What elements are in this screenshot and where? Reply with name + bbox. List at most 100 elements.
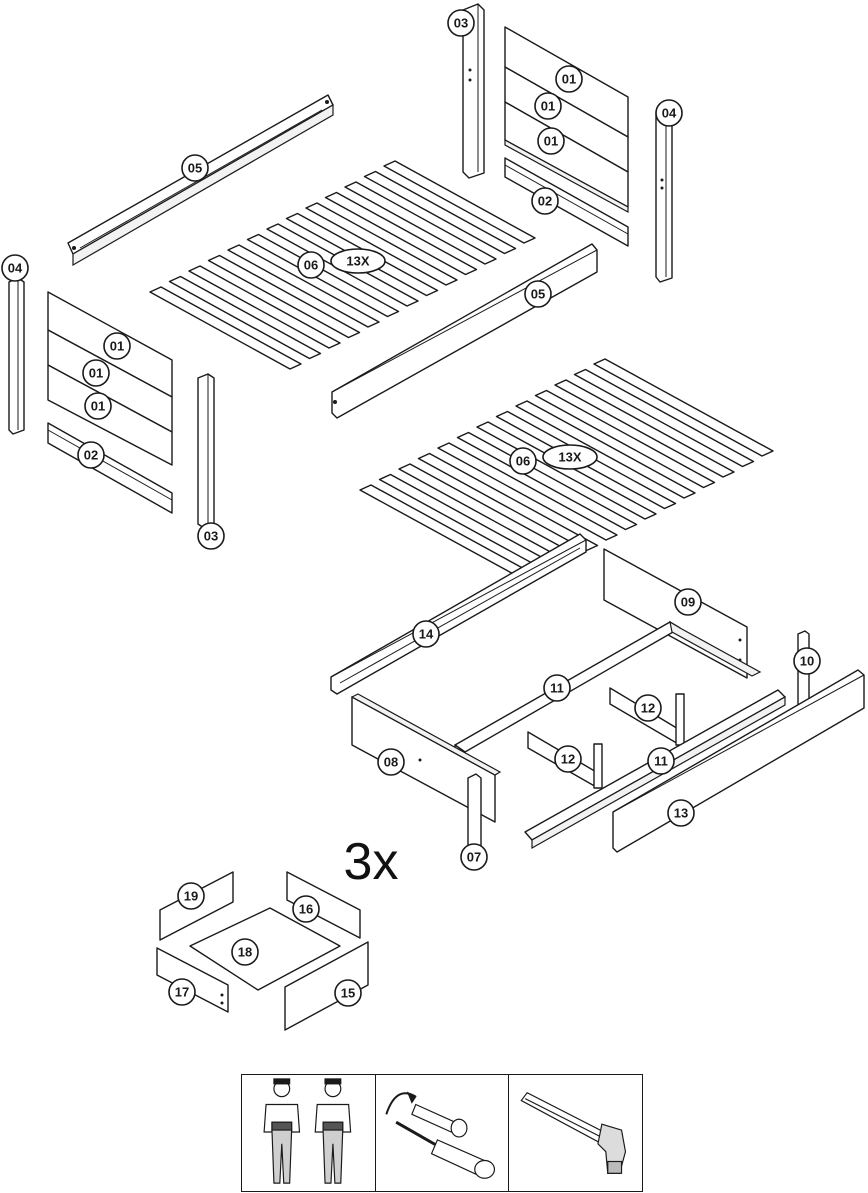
slat xyxy=(227,244,380,328)
part-number: 03 xyxy=(454,16,468,31)
slat xyxy=(573,368,755,468)
board-02-left xyxy=(47,422,173,514)
slat xyxy=(324,191,478,276)
part-number: 06 xyxy=(304,258,318,273)
part-number: 19 xyxy=(184,889,198,904)
part-callout-19: 19 xyxy=(177,882,205,910)
part-callout-01: 01 xyxy=(555,65,583,93)
part-callout-16: 16 xyxy=(292,895,320,923)
part-callout-01: 01 xyxy=(537,127,565,155)
part-callout-07: 07 xyxy=(460,843,488,871)
slat xyxy=(515,400,696,499)
part-callout-12: 12 xyxy=(634,694,662,722)
part-callout-05: 05 xyxy=(181,154,209,182)
panel-08 xyxy=(350,693,502,823)
part-number: 04 xyxy=(662,106,677,121)
part-number: 08 xyxy=(384,755,398,770)
part-callout-12: 12 xyxy=(554,745,582,773)
slat xyxy=(383,160,536,244)
slat xyxy=(363,170,517,255)
post-07 xyxy=(467,773,482,851)
part-callout-01: 01 xyxy=(534,92,562,120)
slat xyxy=(417,452,599,552)
part-number: 05 xyxy=(531,287,545,302)
part-callout-08: 08 xyxy=(377,748,405,776)
part-number: 06 xyxy=(516,454,530,469)
part-callout-01: 01 xyxy=(82,359,110,387)
drawer-side-17 xyxy=(156,947,229,1013)
post-04-right xyxy=(655,107,673,283)
part-callout-01: 01 xyxy=(84,392,112,420)
part-callout-01: 01 xyxy=(103,332,131,360)
part-callout-09: 09 xyxy=(674,588,702,616)
slat xyxy=(593,358,774,457)
post-03-left xyxy=(197,373,215,529)
part-number: 04 xyxy=(8,261,23,276)
tool-cell-hammer xyxy=(509,1075,642,1191)
part-number: 02 xyxy=(538,194,552,209)
part-callout-15: 15 xyxy=(334,979,362,1007)
two-persons-icon xyxy=(263,1078,352,1184)
drawer-quantity: 3x xyxy=(344,833,399,891)
part-number: 07 xyxy=(467,850,481,865)
part-number: 15 xyxy=(341,986,355,1001)
slats-qty-bottom: 13X xyxy=(542,444,598,470)
slat xyxy=(305,202,458,286)
part-callout-14: 14 xyxy=(412,620,440,648)
part-number: 12 xyxy=(641,701,655,716)
slat xyxy=(456,431,638,531)
part-number: 17 xyxy=(175,985,189,1000)
slat xyxy=(168,275,322,360)
part-callout-02: 02 xyxy=(531,187,559,215)
post-03-top xyxy=(462,3,485,179)
tool-cell-persons xyxy=(242,1075,376,1191)
part-number: 03 xyxy=(204,529,218,544)
part-callout-17: 17 xyxy=(168,978,196,1006)
part-callout-06: 06 xyxy=(509,447,537,475)
slat xyxy=(246,233,400,318)
part-number: 09 xyxy=(681,595,695,610)
part-number: 16 xyxy=(299,902,313,917)
svg-text:13X: 13X xyxy=(346,254,369,269)
part-number: 01 xyxy=(541,99,555,114)
part-callout-05: 05 xyxy=(524,280,552,308)
part-callout-03: 03 xyxy=(447,9,475,37)
part-number: 05 xyxy=(188,161,202,176)
part-callout-11: 11 xyxy=(543,674,571,702)
slat xyxy=(476,421,657,520)
svg-text:13X: 13X xyxy=(558,450,581,465)
drawer-bottom-18 xyxy=(189,907,341,991)
part-number: 01 xyxy=(544,134,558,149)
part-number: 10 xyxy=(800,654,814,669)
part-number: 18 xyxy=(238,945,252,960)
part-number: 13 xyxy=(674,806,688,821)
part-callout-11: 11 xyxy=(647,747,675,775)
slat xyxy=(554,379,735,478)
part-callout-03: 03 xyxy=(197,522,225,550)
rail-14 xyxy=(330,533,587,695)
part-number: 11 xyxy=(550,681,564,696)
part-number: 01 xyxy=(91,399,105,414)
part-number: 01 xyxy=(110,339,124,354)
part-number: 14 xyxy=(419,627,434,642)
slats-qty-top: 13X xyxy=(330,248,386,274)
post-04-left xyxy=(8,277,25,435)
part-number: 01 xyxy=(562,72,576,87)
slat xyxy=(437,442,618,541)
part-callout-18: 18 xyxy=(231,938,259,966)
part-callout-10: 10 xyxy=(793,647,821,675)
slat xyxy=(149,286,302,370)
slats-top xyxy=(149,160,536,370)
part-callout-13: 13 xyxy=(667,799,695,827)
board-02-right xyxy=(504,157,629,247)
part-callout-04: 04 xyxy=(655,99,683,127)
part-callout-04: 04 xyxy=(1,254,29,282)
part-callout-02: 02 xyxy=(77,441,105,469)
drawer-side-16 xyxy=(286,871,361,939)
part-number: 02 xyxy=(84,448,98,463)
part-number: 01 xyxy=(89,366,103,381)
slat xyxy=(188,265,341,349)
screwdriver-icon xyxy=(385,1091,495,1179)
slat xyxy=(207,254,361,339)
